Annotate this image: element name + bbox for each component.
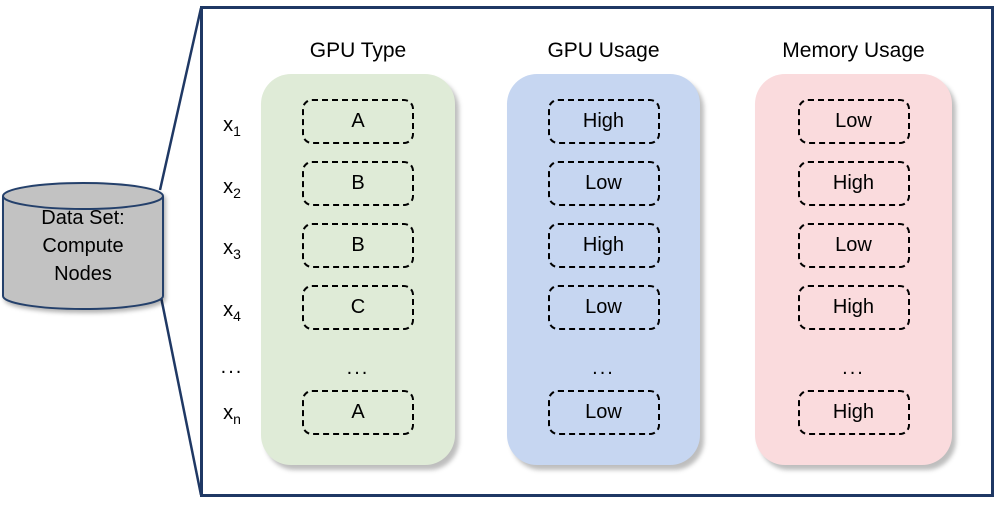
column-header-gpu-type: GPU Type: [309, 39, 407, 62]
panel-gpu-usage: High Low High Low ... Low: [507, 74, 700, 465]
cell-gpu-type-3: B: [302, 223, 414, 268]
cell-gpu-type-n: A: [302, 390, 414, 435]
cell-gpu-usage-4: Low: [547, 285, 660, 330]
dataset-label: Data Set: Compute Nodes: [8, 204, 158, 288]
cell-gpu-type-ellipsis: ...: [346, 357, 370, 379]
cell-gpu-type-2: B: [302, 161, 414, 206]
connector-line-top: [158, 7, 203, 191]
panel-gpu-type: A B B C ... A: [261, 74, 455, 465]
cell-gpu-usage-2: Low: [547, 161, 660, 206]
cell-gpu-type-4: C: [302, 285, 414, 330]
cell-gpu-usage-1: High: [547, 99, 660, 144]
column-header-gpu-usage: GPU Usage: [547, 39, 660, 62]
connector-line-bottom: [158, 291, 203, 496]
row-label-x4: x4: [223, 299, 241, 324]
dataset-label-line1: Data Set:: [41, 207, 125, 229]
cell-memory-usage-4: High: [797, 285, 910, 330]
cell-memory-usage-ellipsis: ...: [842, 357, 865, 379]
row-label-xn: xn: [223, 402, 241, 427]
cell-memory-usage-2: High: [797, 161, 910, 206]
row-label-ellipsis: ...: [220, 356, 244, 378]
cell-gpu-usage-n: Low: [547, 390, 660, 435]
cell-memory-usage-1: Low: [797, 99, 910, 144]
cell-gpu-usage-ellipsis: ...: [592, 357, 615, 379]
cell-memory-usage-3: Low: [797, 223, 910, 268]
cell-gpu-usage-3: High: [547, 223, 660, 268]
cell-gpu-type-1: A: [302, 99, 414, 144]
detail-frame: [200, 6, 994, 497]
cylinder-top: [2, 182, 164, 210]
panel-memory-usage: Low High Low High ... High: [755, 74, 952, 465]
database-cylinder-icon: [2, 182, 164, 310]
column-header-memory-usage: Memory Usage: [782, 39, 925, 62]
cell-memory-usage-n: High: [797, 390, 910, 435]
row-label-x1: x1: [223, 114, 241, 139]
dataset-label-line3: Nodes: [54, 263, 112, 285]
row-label-x2: x2: [223, 176, 241, 201]
row-label-x3: x3: [223, 237, 241, 262]
cylinder-body: [2, 196, 164, 310]
dataset-label-line2: Compute: [42, 235, 124, 257]
